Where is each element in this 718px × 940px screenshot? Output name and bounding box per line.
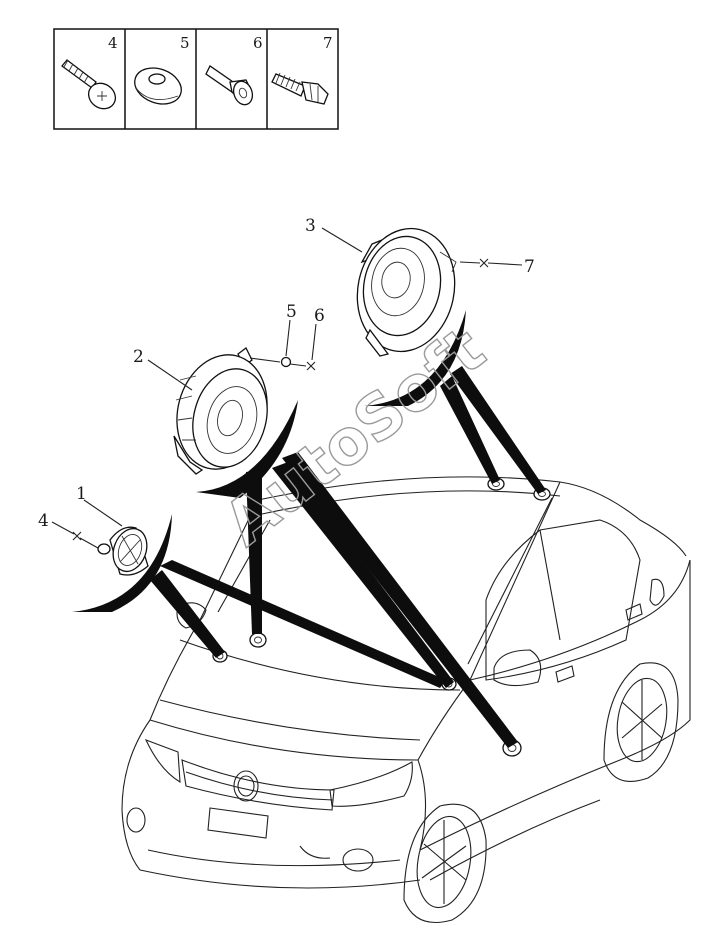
washer-icon: [134, 67, 182, 105]
callout-numbers: 1 2 3 4 5 6 7: [38, 216, 535, 531]
callout-1: 1: [76, 484, 87, 504]
legend-number-5: 5: [180, 34, 190, 52]
rear-speaker: [356, 227, 457, 357]
flange-bolt-icon: [271, 72, 329, 105]
legend-number-6: 6: [253, 34, 263, 52]
callout-5: 5: [286, 302, 297, 322]
callout-6: 6: [314, 306, 325, 326]
callout-4: 4: [38, 511, 49, 531]
washer-marker-icon: [280, 356, 292, 368]
leader-wedges: [72, 310, 546, 748]
small-fasteners: [72, 258, 489, 541]
callout-3: 3: [305, 216, 316, 236]
fastener-legend: 4 5 6 7: [53, 28, 339, 130]
clip-marker-icon: [306, 361, 316, 371]
legend-number-4: 4: [108, 34, 118, 52]
callout-2: 2: [133, 347, 144, 367]
legend-number-7: 7: [323, 34, 333, 52]
tweeter: [97, 526, 149, 576]
clip-nut-icon: [205, 65, 254, 106]
sedan-outline: [121, 476, 691, 924]
callout-7: 7: [524, 257, 535, 277]
bolt-marker-icon: [479, 258, 489, 268]
front-speaker: [173, 347, 268, 475]
leader-lines: [51, 227, 523, 549]
screw-marker-icon: [72, 531, 82, 541]
tapping-screw-icon: [61, 59, 117, 110]
